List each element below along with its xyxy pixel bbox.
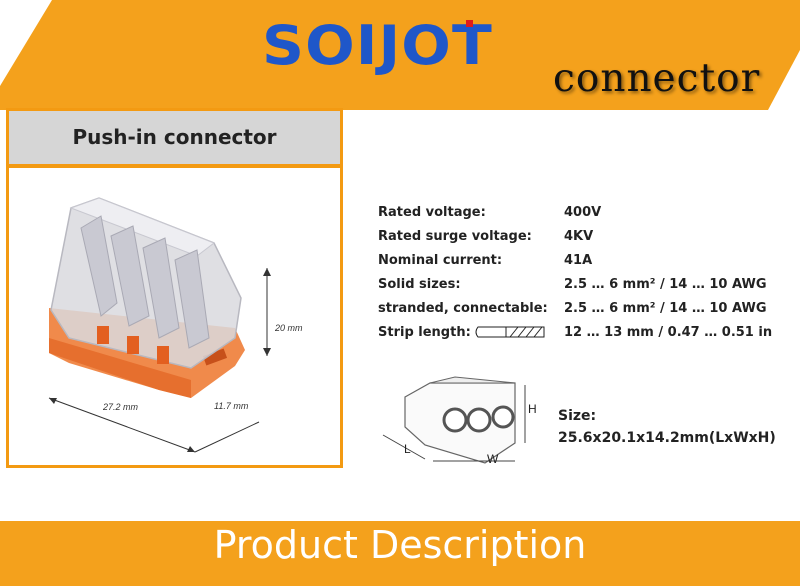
connector-image xyxy=(48,197,271,453)
size-label: Size: xyxy=(558,408,597,424)
spec-label: Nominal current: xyxy=(378,253,503,268)
dimension-height: 20 mm xyxy=(275,323,303,333)
product-card: Push-in connector 20 mm 27.2 mm 11.7 mm xyxy=(6,108,343,468)
footer-banner xyxy=(0,521,800,586)
size-diagram xyxy=(382,376,526,464)
spec-label: Rated surge voltage: xyxy=(378,229,532,244)
size-label-h: H xyxy=(528,402,537,416)
spec-value: 2.5 … 6 mm² / 14 … 10 AWG xyxy=(564,277,767,292)
product-card-header: Push-in connector xyxy=(9,111,340,168)
spec-value: 2.5 … 6 mm² / 14 … 10 AWG xyxy=(564,301,767,316)
product-card-title: Push-in connector xyxy=(72,125,277,149)
brand-logo-dot xyxy=(466,20,473,27)
spec-label: stranded, connectable: xyxy=(378,301,548,316)
size-value: 25.6x20.1x14.2mm(LxWxH) xyxy=(558,430,776,446)
spec-value: 41A xyxy=(564,253,593,268)
size-label-w: W xyxy=(487,452,499,466)
dimension-length: 27.2 mm xyxy=(103,402,139,412)
brand-logo: SOIJOT xyxy=(262,14,493,77)
spec-value: 4KV xyxy=(564,229,594,244)
spec-label: Solid sizes: xyxy=(378,277,461,292)
size-label-l: L xyxy=(404,442,411,456)
spec-label: Strip length: xyxy=(378,325,471,340)
footer-title: Product Description xyxy=(213,523,587,567)
spec-value: 12 … 13 mm / 0.47 … 0.51 in xyxy=(564,325,773,340)
dimension-width: 11.7 mm xyxy=(214,401,249,411)
stripped-wire-icon xyxy=(475,326,545,338)
spec-value: 400V xyxy=(564,205,602,220)
header-tagline: connector xyxy=(553,56,761,101)
spec-label: Rated voltage: xyxy=(378,205,486,220)
header-banner xyxy=(0,0,800,110)
